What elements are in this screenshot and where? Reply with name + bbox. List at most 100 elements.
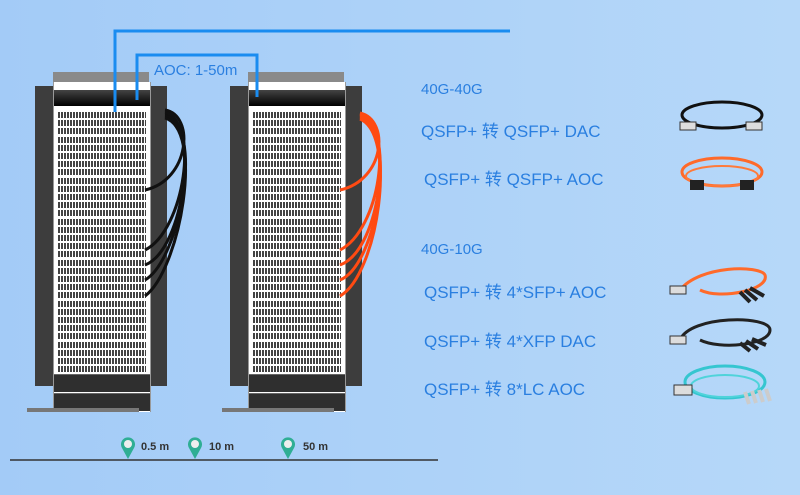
- switch-ports: [58, 161, 146, 168]
- switch-ports: [253, 210, 341, 217]
- switch-ports: [253, 308, 341, 315]
- rack-body: [248, 82, 346, 412]
- location-pin-icon: [281, 437, 295, 459]
- switch-ports: [253, 341, 341, 348]
- switch-ports: [253, 358, 341, 364]
- switch-ports: [58, 185, 146, 192]
- switch-ports: [253, 366, 341, 373]
- switch-ports: [253, 136, 341, 143]
- switch-ports: [58, 243, 146, 250]
- rack-post: [35, 86, 53, 386]
- switch-ports: [253, 194, 341, 200]
- switch-ports: [253, 276, 341, 282]
- switch-ports: [58, 218, 146, 225]
- dac-cable-icon: [680, 100, 764, 130]
- switch-ports: [58, 128, 146, 135]
- switch-ports: [253, 284, 341, 291]
- switch-ports: [58, 202, 146, 209]
- cable-label: QSFP+ 转 QSFP+ DAC: [421, 122, 601, 141]
- group-title-40g-40g: 40G-40G: [421, 81, 483, 98]
- rack-left: [27, 72, 167, 412]
- rack-post: [230, 86, 248, 386]
- switch-ports: [253, 235, 341, 241]
- switch-ports: [58, 300, 146, 307]
- switch-ports: [58, 120, 146, 127]
- switch-ports: [58, 235, 146, 241]
- switch-ports: [253, 325, 341, 332]
- location-pin-icon: [188, 437, 202, 459]
- breakout-aoc-icon: [678, 267, 767, 296]
- rack-drawer: [249, 374, 345, 392]
- switch-ports: [58, 144, 146, 151]
- aoc-length-label: AOC: 1-50m: [154, 62, 238, 79]
- switch-ports: [58, 153, 146, 159]
- switch-ports: [58, 366, 146, 373]
- switch-ports: [58, 210, 146, 217]
- switch-ports: [58, 349, 146, 356]
- breakout-dac-icon: [678, 318, 772, 347]
- switch-ports: [253, 161, 341, 168]
- switch-ports: [58, 333, 146, 340]
- switch-ports: [253, 226, 341, 233]
- switch-ports: [58, 292, 146, 299]
- switch-ports: [253, 185, 341, 192]
- switch-ports: [58, 112, 146, 118]
- switch-ports: [253, 169, 341, 176]
- distance-label: 50 m: [303, 441, 329, 453]
- switch-ports: [253, 128, 341, 135]
- switch-ports: [253, 202, 341, 209]
- long-blue-link: [113, 29, 510, 112]
- rack-panel: [249, 90, 345, 106]
- rack-body: [53, 82, 151, 412]
- switch-ports: [253, 333, 341, 340]
- switch-ports: [58, 276, 146, 282]
- switch-ports: [253, 292, 341, 299]
- cable-label: QSFP+ 转 4*XFP DAC: [424, 332, 597, 351]
- switch-ports: [58, 194, 146, 200]
- switch-ports: [253, 300, 341, 307]
- switch-ports: [58, 169, 146, 176]
- switch-ports: [253, 112, 341, 118]
- rack-top: [53, 72, 149, 82]
- cable-label: QSFP+ 转 8*LC AOC: [424, 380, 586, 399]
- rack-drawer: [249, 393, 345, 411]
- rack-panel: [54, 90, 150, 106]
- dac-cables: [144, 108, 187, 298]
- location-pin-icon: [121, 437, 135, 459]
- switch-ports: [253, 243, 341, 250]
- rack-right: [222, 72, 362, 412]
- rack-post: [149, 86, 167, 386]
- switch-ports: [253, 251, 341, 258]
- rack-post: [344, 86, 362, 386]
- switch-ports: [58, 267, 146, 274]
- rack-foot: [27, 408, 139, 412]
- rack-drawer: [54, 374, 150, 392]
- distance-label: 0.5 m: [141, 441, 170, 453]
- switch-ports: [58, 136, 146, 143]
- switch-ports: [253, 144, 341, 151]
- switch-ports: [253, 153, 341, 159]
- switch-ports: [58, 226, 146, 233]
- switch-ports: [253, 349, 341, 356]
- switch-ports: [253, 120, 341, 127]
- cable-label: QSFP+ 转 4*SFP+ AOC: [424, 283, 607, 302]
- rack-foot: [222, 408, 334, 412]
- switch-ports: [253, 218, 341, 225]
- switch-ports: [253, 259, 341, 266]
- switch-ports: [58, 284, 146, 291]
- cable-thumbnails: [669, 100, 772, 405]
- aoc-cables: [339, 111, 382, 298]
- switch-ports: [58, 177, 146, 184]
- switch-ports: [58, 317, 146, 323]
- cable-label: QSFP+ 转 QSFP+ AOC: [424, 170, 604, 189]
- switch-ports: [58, 325, 146, 332]
- switch-ports: [58, 341, 146, 348]
- switch-ports: [253, 317, 341, 323]
- aoc-blue-link: [135, 53, 259, 100]
- distance-label: 10 m: [209, 441, 235, 453]
- switch-ports: [58, 308, 146, 315]
- switch-ports: [253, 267, 341, 274]
- group-title-40g-10g: 40G-10G: [421, 241, 483, 258]
